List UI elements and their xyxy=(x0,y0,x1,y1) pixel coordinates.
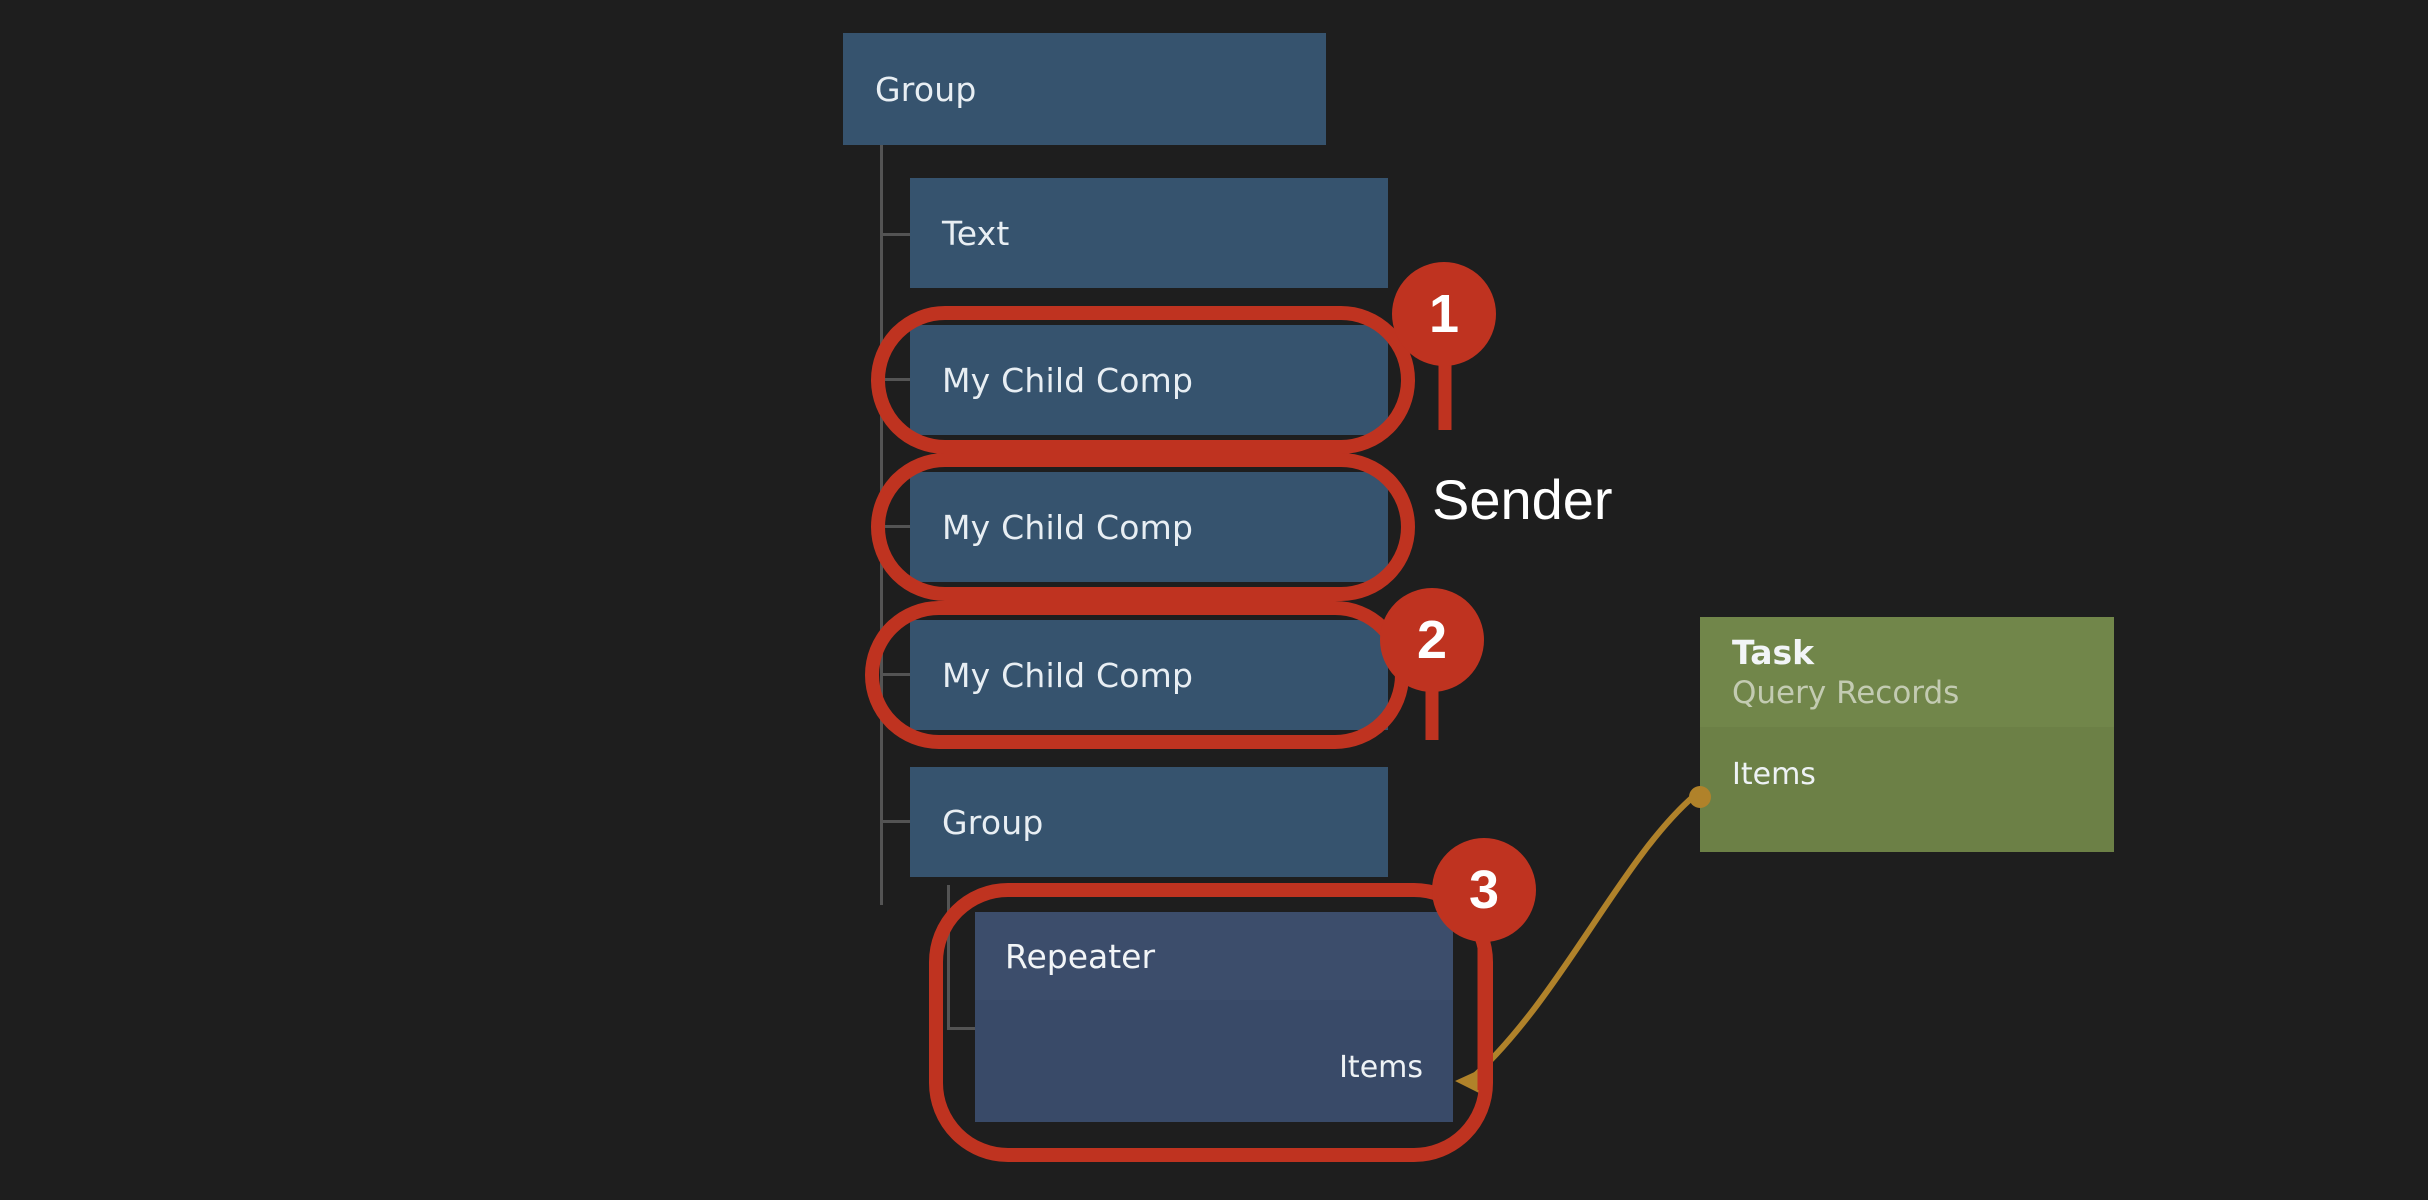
tree-node-my-child-comp-1[interactable]: My Child Comp xyxy=(910,325,1388,435)
tree-node-label: My Child Comp xyxy=(942,655,1194,695)
tree-branch-stub-4 xyxy=(880,673,912,676)
tree-node-label: Group xyxy=(942,802,1044,842)
annotation-badge-number: 3 xyxy=(1468,860,1500,920)
annotation-badge-number: 1 xyxy=(1428,284,1460,344)
annotation-callout-sender: Sender xyxy=(1432,468,1613,531)
tree-node-label: Text xyxy=(942,213,1010,253)
repeater-node-header: Repeater xyxy=(975,912,1453,1000)
annotation-badge-number: 2 xyxy=(1416,610,1448,670)
tree-node-group-root[interactable]: Group xyxy=(843,33,1326,145)
task-items-port-label[interactable]: Items xyxy=(1732,757,1816,792)
tree-branch-stub-3 xyxy=(880,525,912,528)
tree-branch-stub-5 xyxy=(880,820,912,823)
task-node-subtitle: Query Records xyxy=(1732,675,1960,711)
tree-node-label: Group xyxy=(875,69,977,109)
annotation-badge-2[interactable]: 2 xyxy=(1380,588,1484,692)
task-node-header: Task Query Records xyxy=(1700,617,2114,727)
task-node[interactable]: Task Query Records Items xyxy=(1700,617,2114,852)
tree-node-my-child-comp-2[interactable]: My Child Comp xyxy=(910,472,1388,582)
tree-node-label: My Child Comp xyxy=(942,507,1194,547)
task-items-port-dot[interactable] xyxy=(1689,786,1711,808)
tree-trunk-line-nested xyxy=(947,885,950,1030)
annotation-badge-1[interactable]: 1 xyxy=(1392,262,1496,366)
tree-branch-stub-2 xyxy=(880,378,912,381)
annotation-badge-3[interactable]: 3 xyxy=(1432,838,1536,942)
tree-node-text[interactable]: Text xyxy=(910,178,1388,288)
task-node-body: Items xyxy=(1700,727,2114,852)
task-node-title: Task xyxy=(1732,633,1815,672)
tree-node-label: My Child Comp xyxy=(942,360,1194,400)
connection-arrowhead-icon xyxy=(1455,1064,1492,1098)
tree-branch-stub-1 xyxy=(880,233,912,236)
tree-node-my-child-comp-3[interactable]: My Child Comp xyxy=(910,620,1388,730)
repeater-node[interactable]: Repeater Items xyxy=(975,912,1453,1122)
tree-node-group-child[interactable]: Group xyxy=(910,767,1388,877)
repeater-node-title: Repeater xyxy=(1005,936,1156,976)
repeater-items-port-label[interactable]: Items xyxy=(1339,1050,1423,1085)
repeater-node-body: Items xyxy=(975,1000,1453,1122)
